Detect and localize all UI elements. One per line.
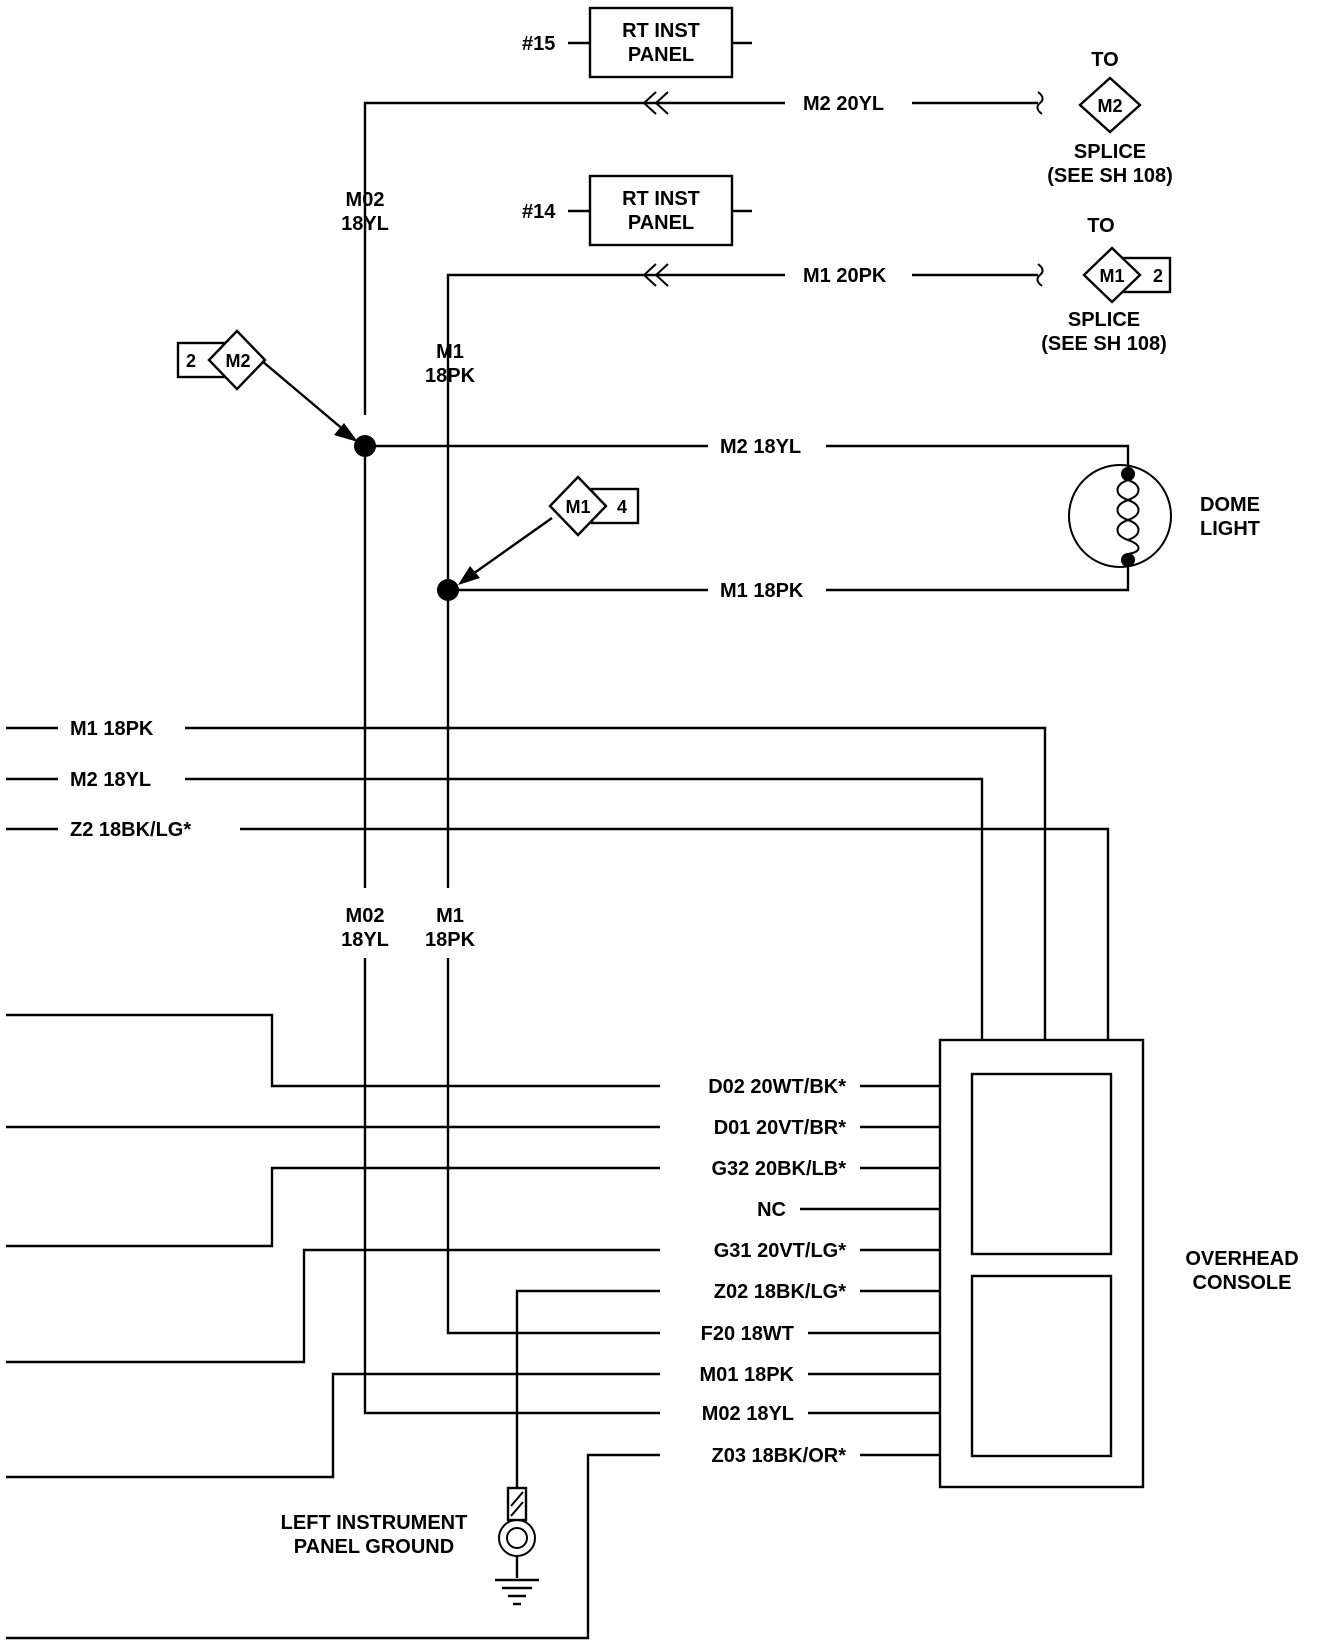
- wire-label-m02-lower-1: M02: [346, 905, 385, 927]
- overhead-console: OVERHEAD CONSOLE: [938, 1038, 1299, 1489]
- console-pin-label: G32 20BK/LB*: [712, 1158, 847, 1180]
- console-pin-label: Z03 18BK/OR*: [712, 1445, 847, 1467]
- left-feed-wires: M1 18PK M2 18YL Z2 18BK/LG*: [6, 718, 1110, 1040]
- wire-label-m02-upper-1: M02: [346, 189, 385, 211]
- wire-label-m02-lower-2: 18YL: [341, 929, 389, 951]
- splice-second-label-2: (SEE SH 108): [1041, 333, 1167, 355]
- console-input-wires: [6, 1013, 940, 1640]
- console-pin-label: Z02 18BK/LG*: [714, 1281, 846, 1303]
- console-pin-labels: D02 20WT/BK* D01 20VT/BR* G32 20BK/LB* N…: [700, 1076, 847, 1467]
- connector-15-pin: #15: [522, 33, 555, 55]
- left-instrument-panel-ground: LEFT INSTRUMENT PANEL GROUND: [281, 1486, 539, 1606]
- console-label-1: OVERHEAD: [1185, 1248, 1298, 1270]
- connector-15-label-1: RT INST: [622, 20, 700, 42]
- wire-label-m1-lower-2: 18PK: [425, 929, 476, 951]
- splice-tag-left-pin: 2: [186, 351, 196, 371]
- connector-14-pin: #14: [522, 201, 556, 223]
- console-pin-label: NC: [757, 1199, 786, 1221]
- console-pin-label: F20 18WT: [701, 1323, 794, 1345]
- splice-tag-mid-pin: 4: [617, 497, 627, 517]
- splice-second-id: M1: [1099, 266, 1124, 286]
- splice-second-to: TO: [1087, 215, 1114, 237]
- console-pin-label: M02 18YL: [702, 1403, 794, 1425]
- splice-tag-m2-left: 2 M2: [176, 329, 358, 442]
- wire-label-left-m1: M1 18PK: [70, 718, 154, 740]
- connector-15-label-2: PANEL: [628, 44, 694, 66]
- wire-label-m02-upper-2: 18YL: [341, 213, 389, 235]
- wire-label-m2-20yl: M2 20YL: [803, 93, 884, 115]
- splice-second-pin: 2: [1153, 266, 1163, 286]
- wire-m1-20pk: M1 20PK: [446, 263, 1044, 590]
- splice-top-label-2: (SEE SH 108): [1047, 165, 1173, 187]
- wire-label-left-m2: M2 18YL: [70, 769, 151, 791]
- connector-rt-inst-panel-14: #14 RT INST PANEL: [522, 174, 752, 247]
- ground-label-2: PANEL GROUND: [294, 1536, 454, 1558]
- connector-14-label-2: PANEL: [628, 212, 694, 234]
- splice-m2-top: TO M2 SPLICE (SEE SH 108): [1047, 49, 1173, 187]
- console-pin-label: G31 20VT/LG*: [714, 1240, 846, 1262]
- wire-label-m1-18pk-dome: M1 18PK: [720, 580, 804, 602]
- wire-label-left-z2: Z2 18BK/LG*: [70, 819, 191, 841]
- connector-rt-inst-panel-15: #15 RT INST PANEL: [522, 6, 752, 79]
- console-pin-label: M01 18PK: [700, 1364, 795, 1386]
- ground-label-1: LEFT INSTRUMENT: [281, 1512, 468, 1534]
- wire-label-m1-upper-1: M1: [436, 341, 464, 363]
- wire-label-m2-18yl-dome: M2 18YL: [720, 436, 801, 458]
- splice-top-id: M2: [1097, 96, 1122, 116]
- console-pin-label: D01 20VT/BR*: [714, 1117, 846, 1139]
- splice-tag-m1-mid: M1 4: [458, 475, 640, 585]
- splice-top-to: TO: [1091, 49, 1118, 71]
- wire-label-m1-lower-1: M1: [436, 905, 464, 927]
- connector-14-label-1: RT INST: [622, 188, 700, 210]
- console-label-2: CONSOLE: [1193, 1272, 1292, 1294]
- splice-m1-second: TO M1 2 SPLICE (SEE SH 108): [1041, 215, 1172, 355]
- wire-m2-20yl: M2 20YL: [363, 91, 1044, 415]
- console-pin-label: D02 20WT/BK*: [708, 1076, 846, 1098]
- splice-tag-left-id: M2: [225, 351, 250, 371]
- console-pin-stubs: [808, 1084, 940, 1457]
- splice-tag-mid-id: M1: [565, 497, 590, 517]
- wire-label-m1-20pk: M1 20PK: [803, 265, 887, 287]
- wire-label-m1-upper-2: 18PK: [425, 365, 476, 387]
- splice-top-label-1: SPLICE: [1074, 141, 1146, 163]
- dome-light-label-1: DOME: [1200, 494, 1260, 516]
- dome-light: DOME LIGHT: [1068, 464, 1260, 568]
- dome-light-label-2: LIGHT: [1200, 518, 1260, 540]
- splice-second-label-1: SPLICE: [1068, 309, 1140, 331]
